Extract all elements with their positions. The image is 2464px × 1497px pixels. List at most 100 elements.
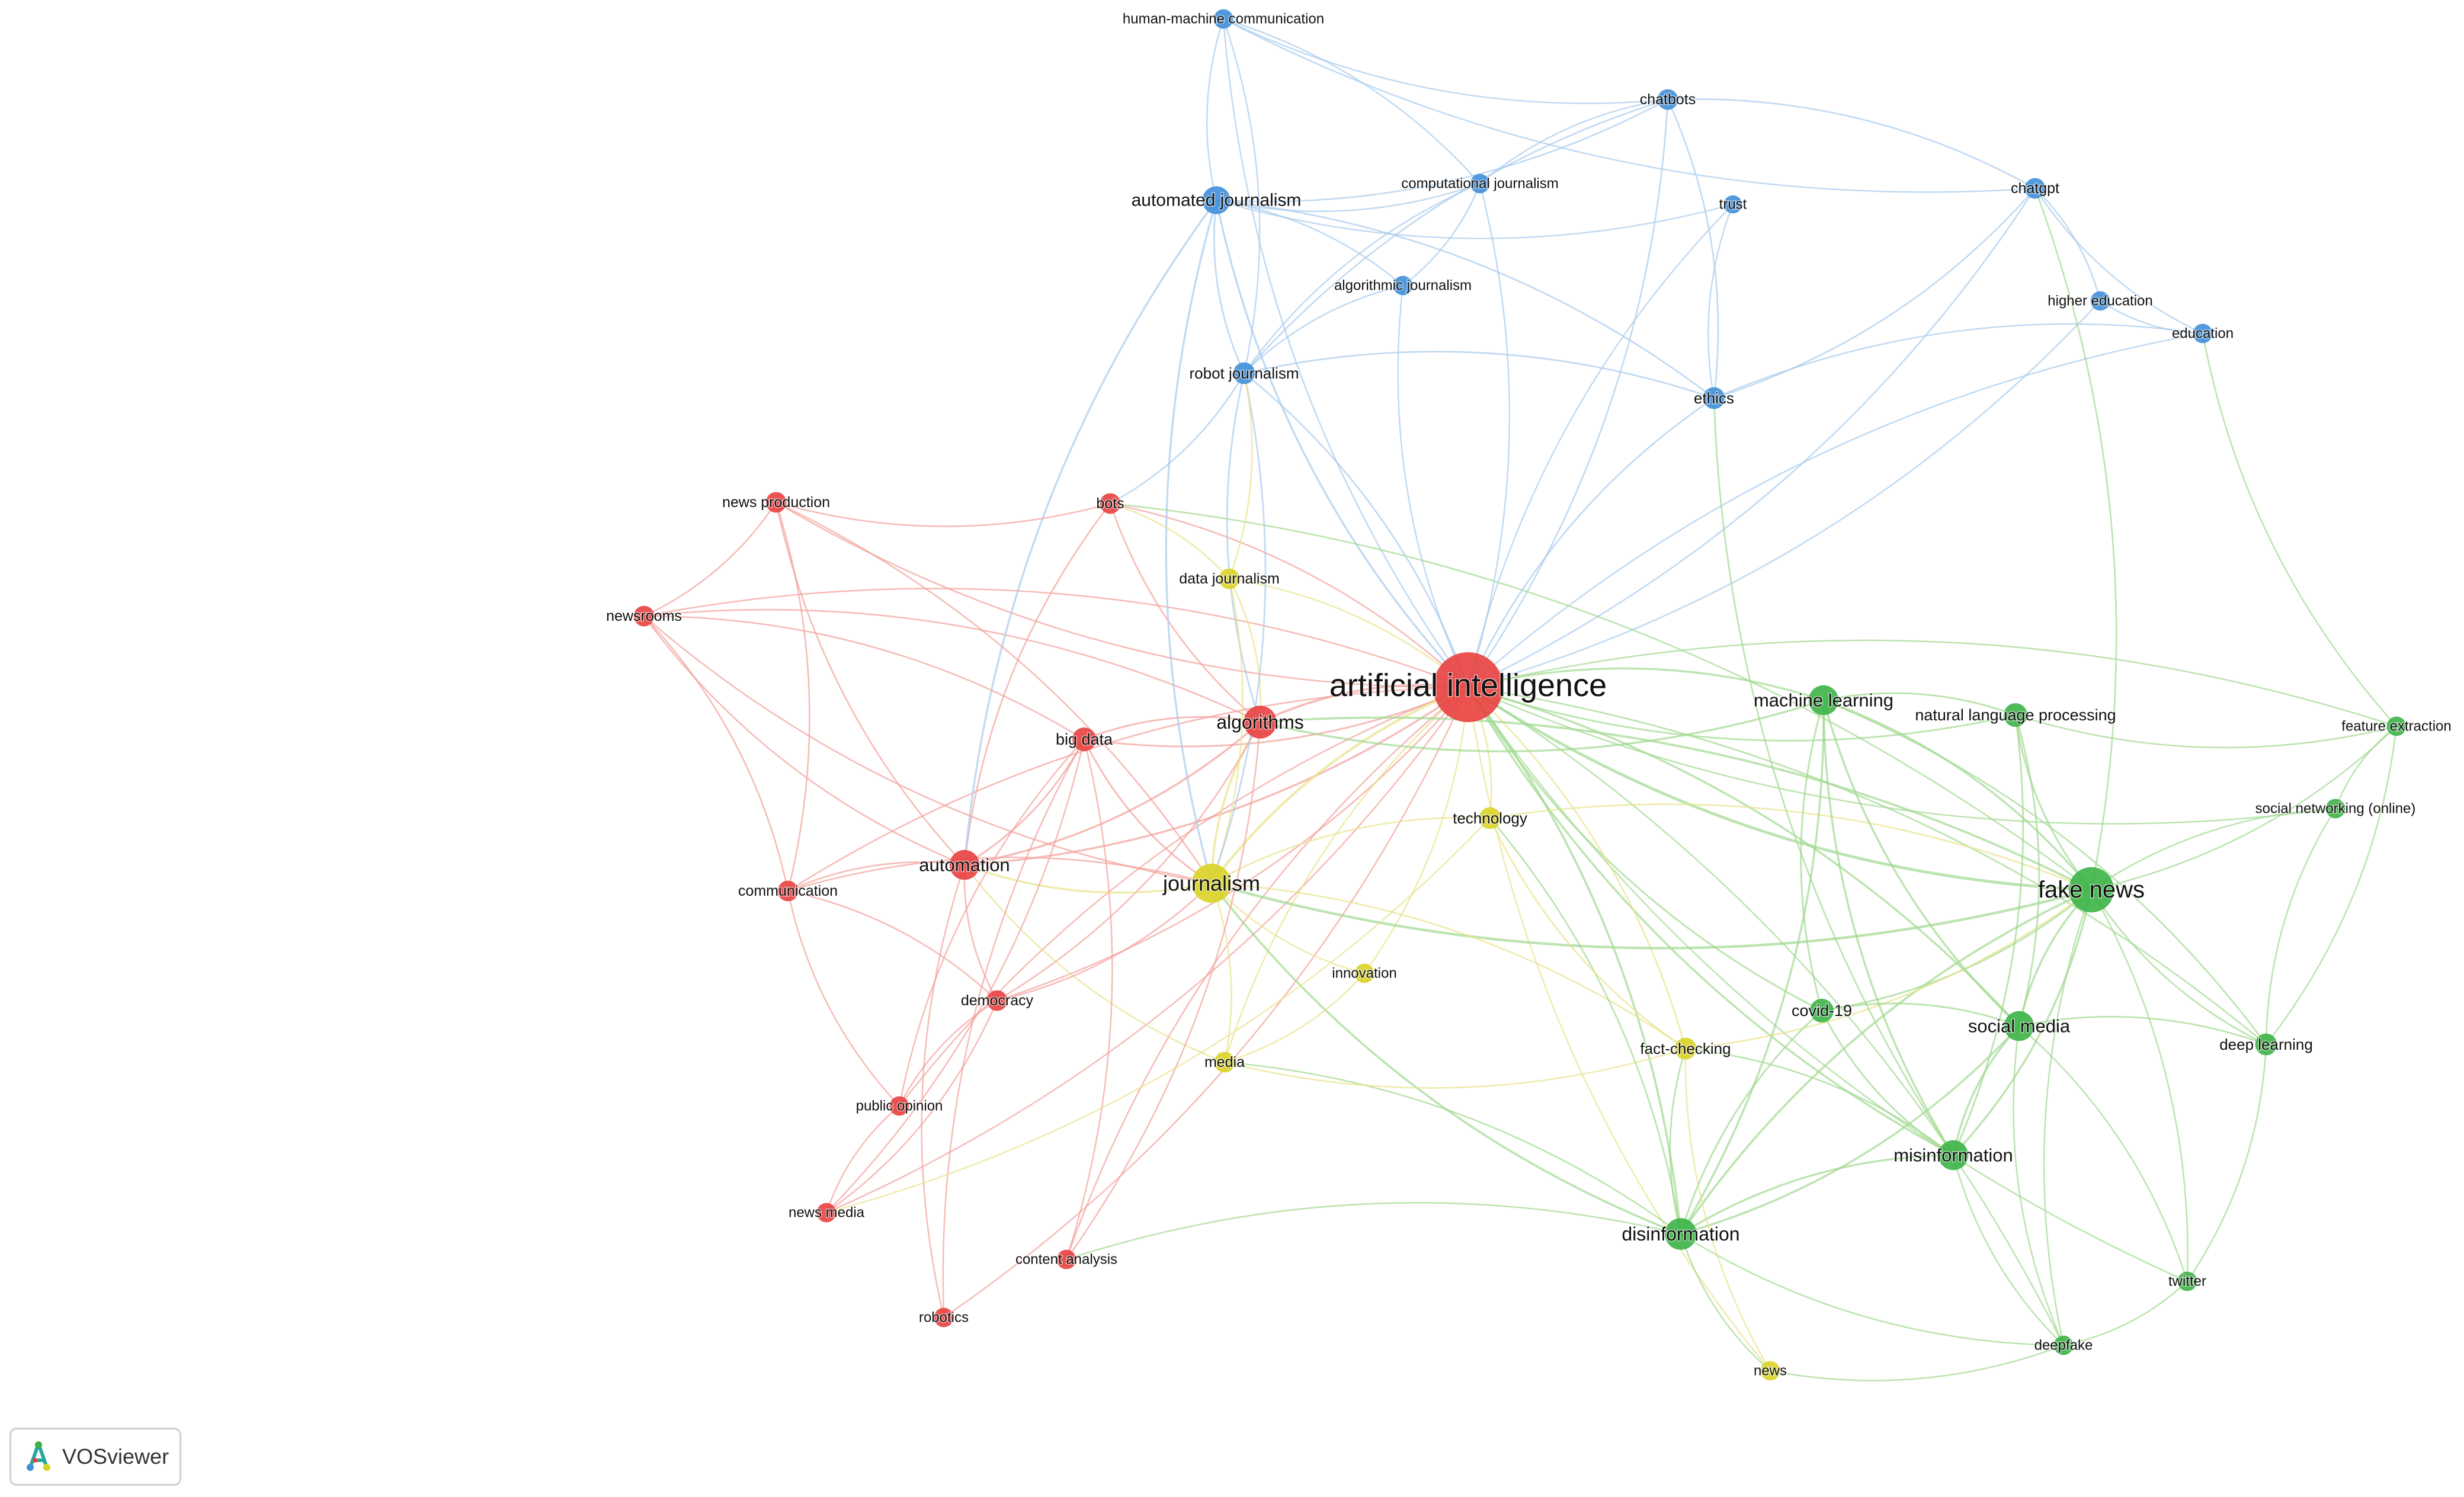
node-deeplearn[interactable] xyxy=(2255,1033,2277,1056)
node-label-hmc[interactable]: human-machine communication xyxy=(1122,10,1325,28)
node-label-misinfo[interactable]: misinformation xyxy=(1893,1144,2014,1166)
node-bigdata[interactable] xyxy=(1072,727,1096,751)
node-label-journalism[interactable]: journalism xyxy=(1161,870,1261,896)
link-disinfo-deepfake xyxy=(1680,1233,2064,1347)
node-label-chatbots[interactable]: chatbots xyxy=(1639,91,1697,109)
node-label-factcheck[interactable]: fact-checking xyxy=(1639,1039,1732,1059)
node-ml[interactable] xyxy=(1808,685,1839,716)
node-socnet[interactable] xyxy=(2325,799,2346,819)
node-label-datajourn[interactable]: data journalism xyxy=(1178,570,1281,588)
node-label-media[interactable]: media xyxy=(1203,1053,1245,1072)
node-misinfo[interactable] xyxy=(1938,1140,1969,1171)
node-newsrooms[interactable] xyxy=(633,605,655,627)
node-nlp[interactable] xyxy=(2004,703,2027,727)
node-hmc[interactable] xyxy=(1213,9,1233,29)
node-label-alg[interactable]: algorithms xyxy=(1216,711,1305,734)
node-label-covid[interactable]: covid-19 xyxy=(1790,1001,1853,1021)
link-factcheck-news xyxy=(1684,1048,1771,1371)
node-democracy[interactable] xyxy=(986,990,1008,1011)
node-ethics[interactable] xyxy=(1703,387,1725,409)
node-label-technology[interactable]: technology xyxy=(1452,809,1529,828)
link-comm-pubop xyxy=(787,890,900,1107)
node-label-compjourn[interactable]: computational journalism xyxy=(1401,175,1559,193)
node-robojourn[interactable] xyxy=(1233,362,1255,384)
link-journalism-bigdata xyxy=(1083,739,1212,884)
node-label-newsprod[interactable]: news production xyxy=(721,493,831,512)
node-label-robojourn[interactable]: robot journalism xyxy=(1188,364,1300,383)
node-deepfake[interactable] xyxy=(2053,1335,2074,1355)
node-label-innovation[interactable]: innovation xyxy=(1331,964,1398,982)
node-trust[interactable] xyxy=(1723,195,1742,214)
link-automation-media xyxy=(963,864,1225,1063)
node-label-chatgpt[interactable]: chatgpt xyxy=(2010,179,2060,198)
node-label-algjourn[interactable]: algorithmic journalism xyxy=(1333,277,1472,294)
link-automation-journalism xyxy=(964,864,1212,894)
node-label-feature[interactable]: feature extraction xyxy=(2341,717,2452,735)
node-label-pubop[interactable]: public opinion xyxy=(855,1097,944,1115)
vosviewer-logo-badge[interactable]: VOSviewer xyxy=(9,1428,181,1486)
node-label-highered[interactable]: higher education xyxy=(2047,292,2154,310)
node-feature[interactable] xyxy=(2386,716,2407,736)
node-journalism[interactable] xyxy=(1192,864,1231,903)
node-label-socmedia[interactable]: social media xyxy=(1967,1015,2071,1037)
link-robotics-automation xyxy=(921,864,966,1318)
node-label-socnet[interactable]: social networking (online) xyxy=(2254,800,2417,818)
node-label-ml[interactable]: machine learning xyxy=(1752,689,1894,711)
link-highered-education xyxy=(2100,300,2203,335)
node-chatbots[interactable] xyxy=(1657,89,1678,110)
node-compjourn[interactable] xyxy=(1470,174,1490,194)
node-chatgpt[interactable] xyxy=(2024,178,2046,199)
node-automation[interactable] xyxy=(949,850,980,880)
node-label-trust[interactable]: trust xyxy=(1718,195,1748,213)
link-disinfo-covid xyxy=(1680,1009,1822,1235)
node-disinfo[interactable] xyxy=(1665,1218,1697,1250)
node-label-twitter[interactable]: twitter xyxy=(2167,1272,2207,1290)
node-education[interactable] xyxy=(2193,323,2213,344)
node-label-robotics[interactable]: robotics xyxy=(918,1309,969,1326)
node-label-automation[interactable]: automation xyxy=(918,854,1011,876)
node-label-ethics[interactable]: ethics xyxy=(1693,389,1735,408)
node-media[interactable] xyxy=(1214,1052,1235,1073)
node-fakenews[interactable] xyxy=(2068,867,2114,913)
link-ai-factcheck xyxy=(1467,687,1687,1049)
node-label-newsmedia[interactable]: news media xyxy=(787,1204,866,1222)
node-autojourn[interactable] xyxy=(1202,186,1231,214)
node-label-content[interactable]: content analysis xyxy=(1014,1251,1118,1268)
node-highered[interactable] xyxy=(2090,291,2110,311)
node-label-fakenews[interactable]: fake news xyxy=(2037,876,2145,904)
node-robotics[interactable] xyxy=(934,1307,954,1328)
node-label-deeplearn[interactable]: deep learning xyxy=(2219,1035,2314,1054)
node-pubop[interactable] xyxy=(889,1096,909,1116)
node-covid[interactable] xyxy=(1810,999,1834,1022)
node-innovation[interactable] xyxy=(1354,963,1374,983)
node-label-deepfake[interactable]: deepfake xyxy=(2033,1336,2094,1354)
node-label-nlp[interactable]: natural language processing xyxy=(1914,706,2117,725)
node-label-autojourn[interactable]: automated journalism xyxy=(1130,190,1302,211)
node-bots[interactable] xyxy=(1100,493,1121,514)
node-label-democracy[interactable]: democracy xyxy=(960,992,1034,1010)
node-label-bigdata[interactable]: big data xyxy=(1055,730,1114,749)
node-news[interactable] xyxy=(1760,1361,1780,1381)
node-factcheck[interactable] xyxy=(1674,1037,1697,1060)
link-democracy-newsmedia xyxy=(826,1000,998,1214)
node-label-bots[interactable]: bots xyxy=(1095,495,1125,513)
node-content[interactable] xyxy=(1056,1249,1076,1270)
node-ai[interactable] xyxy=(1433,652,1503,722)
node-alg[interactable] xyxy=(1244,706,1277,739)
node-newsprod[interactable] xyxy=(765,492,787,513)
node-algjourn[interactable] xyxy=(1393,275,1413,296)
node-twitter[interactable] xyxy=(2177,1271,2197,1291)
node-technology[interactable] xyxy=(1479,807,1501,829)
node-newsmedia[interactable] xyxy=(816,1203,837,1223)
node-socmedia[interactable] xyxy=(2004,1011,2034,1041)
node-label-education[interactable]: education xyxy=(2171,325,2234,342)
node-label-disinfo[interactable]: disinformation xyxy=(1621,1223,1741,1246)
node-label-ai[interactable]: artificial intelligence xyxy=(1328,667,1607,704)
node-datajourn[interactable] xyxy=(1219,568,1240,589)
node-label-comm[interactable]: communication xyxy=(737,882,838,900)
node-label-news[interactable]: news xyxy=(1752,1362,1787,1380)
node-label-newsrooms[interactable]: newsrooms xyxy=(605,607,683,626)
node-comm[interactable] xyxy=(777,880,799,902)
